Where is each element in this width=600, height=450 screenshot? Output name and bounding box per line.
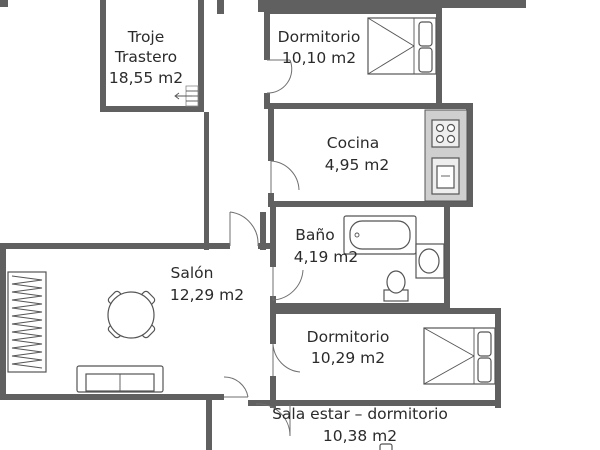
bed-icon [379, 443, 393, 450]
cocina-left-wall [268, 103, 274, 161]
stair-arrow-icon [174, 85, 199, 107]
wall-segment [217, 0, 224, 14]
top-outer-wall [258, 0, 526, 8]
cocina-right-wall [466, 103, 473, 207]
room-area: 10,10 m2 [282, 49, 356, 67]
room-name: Baño [295, 226, 334, 244]
troje-left-wall [100, 0, 106, 112]
room-name: Dormitorio [278, 28, 361, 46]
dorm-top-top-wall [264, 8, 440, 14]
dorm-mid-left-wall [270, 308, 276, 344]
dorm-mid-left-wall-lower [270, 376, 276, 408]
room-area: 10,38 m2 [323, 427, 397, 445]
sofa-icon [76, 365, 164, 393]
wall-segment [248, 400, 256, 406]
walls [0, 0, 526, 450]
room-sala-estar: Sala estar – dormitorio 10,38 m2 [272, 405, 448, 445]
door-swing [255, 403, 291, 437]
room-name: Troje [127, 28, 165, 46]
sala-left-wall [206, 400, 212, 450]
room-name: Sala estar – dormitorio [272, 405, 448, 423]
door-swing [266, 59, 293, 94]
room-troje: Troje Trastero 18,55 m2 [109, 28, 183, 87]
room-dormitorio-mid: Dormitorio 10,29 m2 [307, 328, 390, 367]
bed-icon [367, 17, 437, 75]
dorm-top-left-wall [264, 8, 270, 60]
room-cocina: Cocina 4,95 m2 [325, 134, 389, 174]
bano-right-wall [444, 201, 450, 313]
bano-bottom-wall [270, 303, 450, 309]
room-area: 12,29 m2 [170, 286, 244, 304]
dorm-mid-top-wall [270, 308, 500, 314]
room-area: 10,29 m2 [311, 349, 385, 367]
kitchen-counter-icon [424, 109, 468, 202]
bano-left-wall [270, 201, 276, 267]
wall-segment [258, 0, 264, 12]
room-bano: Baño 4,19 m2 [294, 226, 358, 266]
salon-left-wall [0, 243, 6, 400]
toilet-icon [383, 270, 409, 302]
room-area: 4,95 m2 [325, 156, 389, 174]
door-swing [272, 269, 304, 301]
wall-segment [260, 212, 266, 250]
dorm-mid-bottom-wall [250, 400, 501, 406]
dorm-top-left-wall-lower [264, 93, 270, 107]
dorm-top-bottom-wall [264, 103, 472, 109]
room-area: 4,19 m2 [294, 248, 358, 266]
salon-bottom-wall [0, 394, 224, 400]
room-area: 18,55 m2 [109, 69, 183, 87]
room-name: Salón [171, 264, 214, 282]
dorm-mid-right-wall [495, 308, 501, 408]
radiator-icon [7, 271, 47, 373]
room-name: Dormitorio [307, 328, 390, 346]
wall-segment [270, 296, 276, 310]
wall-segment [268, 193, 274, 205]
salon-top-wall [0, 243, 230, 249]
dorm-top-right-wall [436, 8, 442, 108]
bathtub-icon [343, 215, 417, 255]
troje-right-wall [198, 0, 204, 112]
dining-table-icon [107, 290, 156, 339]
wall-segment [0, 0, 8, 7]
room-name: Trastero [114, 48, 177, 66]
cocina-bottom-wall [268, 201, 473, 207]
troje-bottom-wall [100, 106, 204, 112]
washbasin-icon [415, 243, 445, 279]
door-swing [270, 160, 300, 191]
room-dormitorio-top: Dormitorio 10,10 m2 [278, 28, 361, 67]
stove-icon [431, 119, 460, 148]
bed-icon [423, 327, 496, 385]
corridor-left-wall [204, 112, 209, 250]
door-swing [223, 376, 249, 398]
room-salon: Salón 12,29 m2 [170, 264, 244, 304]
door-swing [229, 211, 259, 247]
room-name: Cocina [327, 134, 379, 152]
door-swing [272, 343, 301, 373]
doors [223, 59, 304, 437]
